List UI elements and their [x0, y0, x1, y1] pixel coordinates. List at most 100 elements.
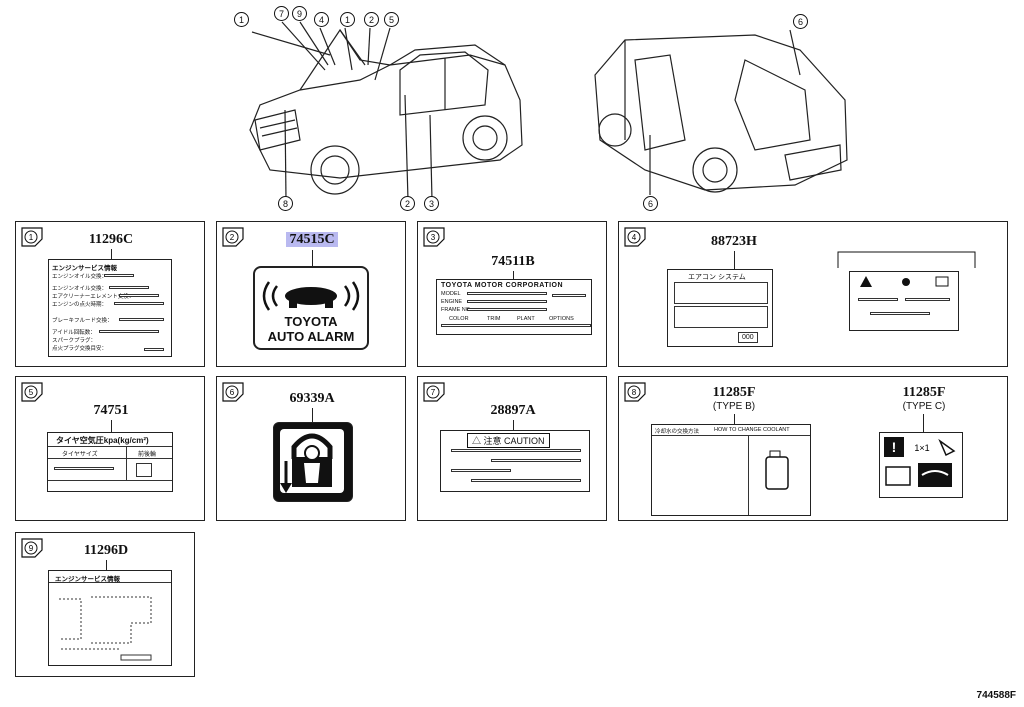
label-11296c: エンジンサービス情報 エンジンオイル交換： エンジンオイル交換： エアクリーナー… — [48, 259, 172, 357]
label-text: エンジンサービス情報 — [52, 265, 117, 272]
badge-number: 9 — [29, 544, 34, 553]
panel-8: 8 11285F (TYPE B) 冷却水の交換方法 HOW TO CHANGE… — [618, 376, 1008, 521]
label-field — [451, 469, 511, 472]
alarm-line1: TOYOTA — [284, 314, 338, 329]
caution-title: 注意 CAUTION — [483, 436, 545, 446]
callout-4: 4 — [314, 12, 329, 27]
field-frame: FRAME NO. — [441, 307, 472, 313]
callout-1b: 1 — [340, 12, 355, 27]
panel-1: 1 11296C エンジンサービス情報 エンジンオイル交換： エンジンオイル交換… — [15, 221, 205, 367]
type-b-label: (TYPE B) — [712, 401, 756, 412]
label-field — [144, 348, 164, 351]
vehicle-front-view — [240, 10, 540, 215]
callout-6a: 6 — [793, 14, 808, 29]
col-front-rear: 前後輪 — [138, 452, 157, 458]
badge-number: 3 — [431, 233, 436, 242]
label-field — [858, 298, 898, 301]
field-engine: ENGINE — [441, 299, 463, 305]
label-title: エアコン システム — [688, 274, 746, 281]
label-11296d: エンジンサービス情報 — [48, 570, 172, 666]
part-number-highlighted[interactable]: 74515C — [217, 232, 407, 248]
ratio-text: 1×1 — [914, 443, 929, 453]
label-field — [467, 308, 547, 311]
label-text: スパークプラグ： — [52, 338, 97, 344]
caution-header: △ 注意 CAUTION — [467, 433, 550, 448]
label-field — [905, 298, 950, 301]
vehicle-front-drawing — [249, 21, 523, 201]
leader-line — [111, 249, 112, 259]
label-88723h: エアコン システム 000 — [667, 269, 773, 347]
label-header: TOYOTA MOTOR CORPORATION — [441, 282, 564, 289]
panel-7: 7 28897A △ 注意 CAUTION — [417, 376, 607, 521]
label-field — [552, 294, 586, 297]
label-title: エンジンサービス情報 — [55, 576, 120, 583]
badge-number: 8 — [632, 388, 637, 397]
label-text: ブレーキフルード交換： — [52, 318, 113, 324]
leader-line — [513, 271, 514, 279]
badge-number: 4 — [632, 233, 637, 242]
leader-line — [513, 420, 514, 430]
part-number: 11296C — [88, 232, 134, 247]
callout-8: 8 — [278, 196, 293, 211]
panel-6: 6 69339A — [216, 376, 406, 521]
label-text: エアクリーナーエレメント交換： — [52, 294, 135, 300]
label-74515c: TOYOTA AUTO ALARM — [253, 266, 369, 350]
leader-line — [312, 408, 313, 422]
header-right: HOW TO CHANGE COOLANT — [714, 427, 790, 433]
col-tire-size: タイヤサイズ — [62, 452, 98, 458]
vehicle-rear-view — [585, 20, 865, 205]
alarm-car-icon — [262, 281, 360, 311]
label-text: アイドル回転数： — [52, 330, 96, 336]
label-text: 点火プラグ交換目安： — [52, 346, 108, 352]
label-field — [54, 467, 114, 470]
leader-line — [106, 560, 107, 570]
part-number: 69339A — [289, 391, 335, 406]
panel-5: 5 74751 タイヤ空気圧kpa(kg/cm²) タイヤサイズ 前後輪 — [15, 376, 205, 521]
callout-7: 7 — [274, 6, 289, 21]
dashed-fields — [59, 596, 152, 661]
field-options: OPTIONS — [549, 316, 574, 322]
part-number-type-c: 11285F — [902, 385, 946, 400]
panel-badge: 5 — [21, 382, 43, 402]
badge-number: 2 — [230, 233, 235, 242]
field-trim: TRIM — [487, 316, 501, 322]
bracket-line — [837, 251, 976, 268]
leader-line — [111, 420, 112, 432]
callout-2b: 2 — [400, 196, 415, 211]
field-plant: PLANT — [517, 316, 535, 322]
label-11285f-type-c: ! 1×1 — [879, 432, 963, 498]
panel-badge: 9 — [21, 538, 43, 558]
label-field — [104, 274, 134, 277]
label-field — [109, 286, 149, 289]
label-74751: タイヤ空気圧kpa(kg/cm²) タイヤサイズ 前後輪 — [47, 432, 173, 492]
part-number[interactable]: 74515C — [286, 232, 338, 247]
label-field — [119, 294, 159, 297]
panel-badge: 1 — [21, 227, 43, 247]
vehicle-rear-drawing — [594, 29, 848, 195]
panel-2: 2 74515C TOYOTA AUTO ALARM — [216, 221, 406, 367]
callout-6b: 6 — [643, 196, 658, 211]
header-left: 冷却水の交換方法 — [655, 429, 700, 435]
part-number: 28897A — [490, 403, 536, 418]
panel-badge: 7 — [423, 382, 445, 402]
part-number: 11296D — [83, 543, 129, 558]
callout-1a: 1 — [234, 12, 249, 27]
label-field — [119, 318, 164, 321]
part-number-type-b: 11285F — [712, 385, 756, 400]
leader-line — [923, 414, 924, 432]
badge-number: 7 — [431, 388, 436, 397]
label-field — [870, 312, 930, 315]
panel-4: 4 88723H エアコン システム 000 — [618, 221, 1008, 367]
label-field — [471, 479, 581, 482]
label-field — [99, 330, 159, 333]
label-28897a: △ 注意 CAUTION — [440, 430, 590, 492]
badge-number: 5 — [29, 388, 34, 397]
alarm-line2: AUTO ALARM — [267, 329, 355, 344]
callout-5: 5 — [384, 12, 399, 27]
part-number: 74511B — [491, 254, 535, 269]
callout-3: 3 — [424, 196, 439, 211]
field-model: MODEL — [441, 291, 461, 297]
label-field — [441, 324, 591, 327]
svg-text:!: ! — [892, 439, 897, 455]
label-field — [451, 449, 581, 452]
